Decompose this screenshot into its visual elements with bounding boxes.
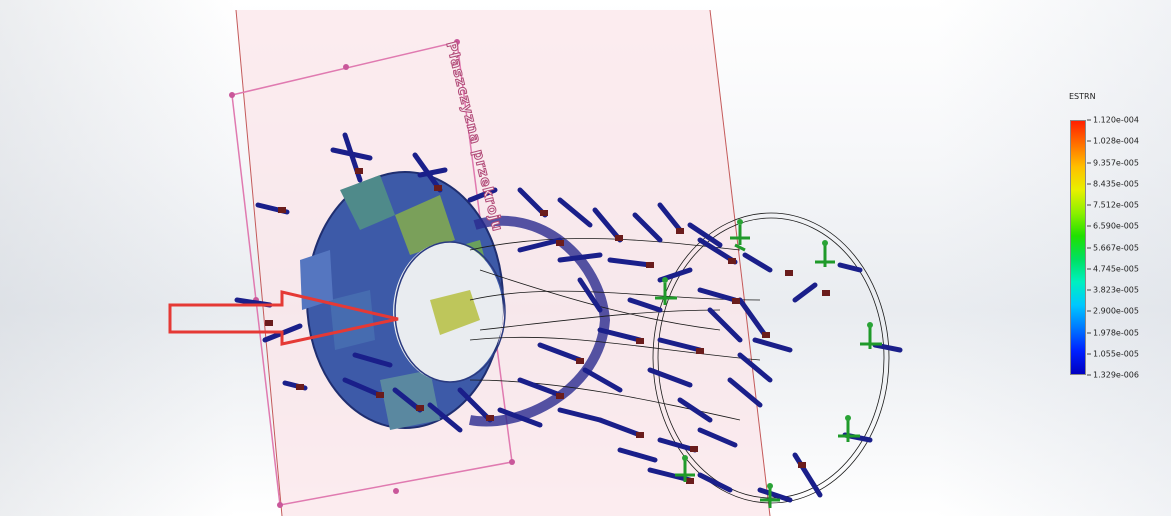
- legend-tick: 1.055e-005: [1087, 349, 1139, 358]
- legend-ticks: 1.120e-004 1.028e-004 9.357e-005 8.435e-005…: [1087, 116, 1157, 380]
- legend-title: ESTRN: [1069, 92, 1096, 101]
- load-arrow[interactable]: [168, 290, 399, 346]
- legend-tick: 5.667e-005: [1087, 243, 1139, 252]
- legend-tick: 8.435e-005: [1087, 179, 1139, 188]
- legend-tick: 9.357e-005: [1087, 158, 1139, 167]
- legend-tick: 3.823e-005: [1087, 286, 1139, 295]
- shell-body[interactable]: [300, 171, 611, 430]
- fixture-markers[interactable]: [655, 225, 882, 508]
- color-legend[interactable]: ESTRN 1.120e-004 1.028e-004 9.357e-005 8.43…: [1060, 92, 1160, 392]
- legend-tick: 4.745e-005: [1087, 264, 1139, 273]
- legend-tick: 7.512e-005: [1087, 201, 1139, 210]
- legend-color-bar: [1070, 120, 1086, 375]
- section-plane-edge-right: [709, 9, 771, 516]
- legend-tick: 2.900e-005: [1087, 307, 1139, 316]
- legend-tick: 6.590e-005: [1087, 222, 1139, 231]
- legend-tick: 1.329e-006: [1087, 371, 1139, 380]
- connector-joints: [265, 168, 830, 484]
- legend-tick: 1.978e-005: [1087, 328, 1139, 337]
- legend-tick: 1.120e-004: [1087, 116, 1139, 125]
- legend-tick: 1.028e-004: [1087, 137, 1139, 146]
- section-plane-edge-left: [235, 9, 283, 516]
- fixture-heads: [662, 219, 873, 489]
